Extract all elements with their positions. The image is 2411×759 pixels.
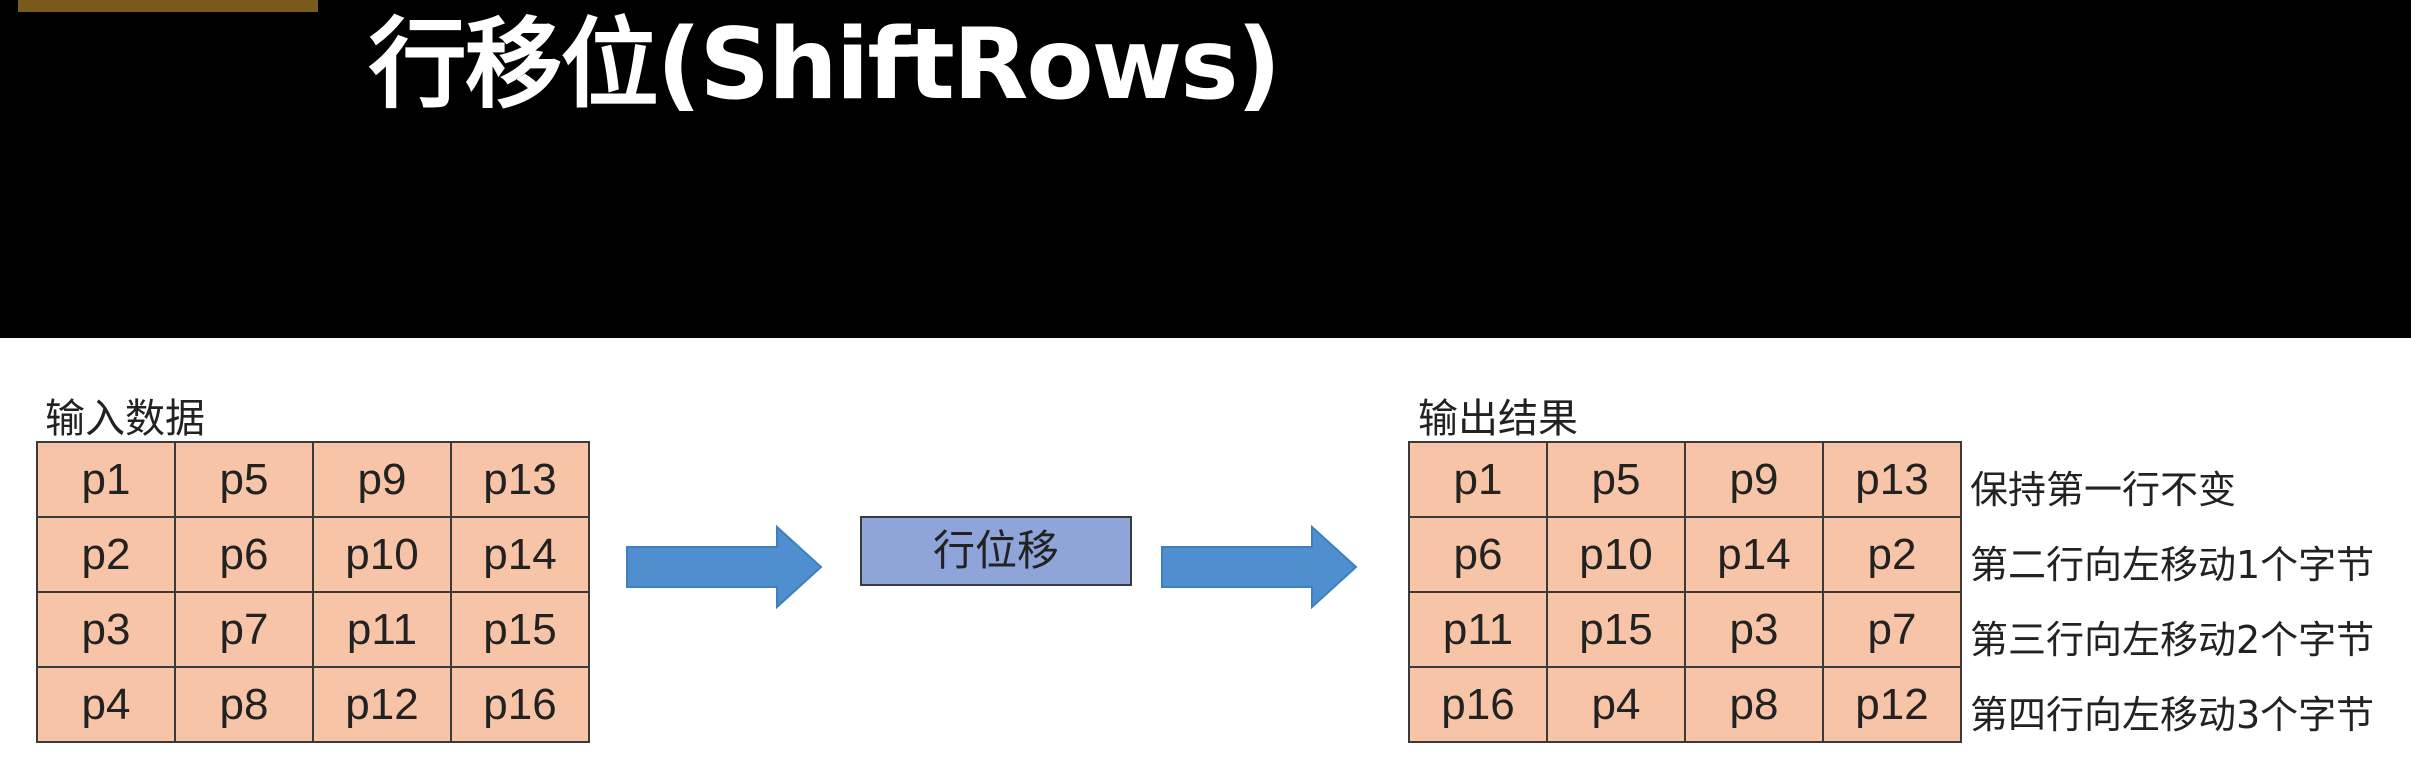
input-cell: p2	[36, 516, 176, 593]
input-cell: p11	[312, 591, 452, 668]
output-cell: p16	[1408, 666, 1548, 743]
output-cell: p3	[1684, 591, 1824, 668]
header-bar: 行移位(ShiftRows)	[0, 0, 2411, 338]
input-cell: p10	[312, 516, 452, 593]
input-cell: p13	[450, 441, 590, 518]
input-cell: p3	[36, 591, 176, 668]
output-cell: p10	[1546, 516, 1686, 593]
top-edge-mark	[18, 0, 318, 12]
input-cell: p7	[174, 591, 314, 668]
output-cell: p7	[1822, 591, 1962, 668]
output-cell: p5	[1546, 441, 1686, 518]
input-row-2: p2 p6 p10 p14	[36, 516, 590, 593]
output-row-2: p6 p10 p14 p2	[1408, 516, 1962, 593]
input-cell: p15	[450, 591, 590, 668]
output-cell: p11	[1408, 591, 1548, 668]
output-label: 输出结果	[1418, 396, 1578, 442]
row-note-1: 保持第一行不变	[1970, 468, 2237, 512]
right-arrow-icon	[1161, 525, 1358, 609]
input-cell: p16	[450, 666, 590, 743]
input-row-3: p3 p7 p11 p15	[36, 591, 590, 668]
output-grid: p1 p5 p9 p13 p6 p10 p14 p2 p11 p15 p3 p7…	[1408, 441, 1962, 743]
input-row-1: p1 p5 p9 p13	[36, 441, 590, 518]
row-note-4: 第四行向左移动3个字节	[1970, 693, 2375, 737]
output-cell: p13	[1822, 441, 1962, 518]
operation-box: 行位移	[860, 516, 1132, 586]
output-cell: p15	[1546, 591, 1686, 668]
input-cell: p1	[36, 441, 176, 518]
input-cell: p6	[174, 516, 314, 593]
output-cell: p8	[1684, 666, 1824, 743]
output-row-1: p1 p5 p9 p13	[1408, 441, 1962, 518]
input-cell: p8	[174, 666, 314, 743]
output-cell: p12	[1822, 666, 1962, 743]
output-row-4: p16 p4 p8 p12	[1408, 666, 1962, 743]
output-cell: p2	[1822, 516, 1962, 593]
right-arrow-icon	[626, 525, 823, 609]
output-cell: p4	[1546, 666, 1686, 743]
output-row-3: p11 p15 p3 p7	[1408, 591, 1962, 668]
input-label: 输入数据	[45, 396, 205, 442]
input-cell: p9	[312, 441, 452, 518]
input-cell: p4	[36, 666, 176, 743]
row-note-2: 第二行向左移动1个字节	[1970, 543, 2375, 587]
output-cell: p6	[1408, 516, 1548, 593]
input-grid: p1 p5 p9 p13 p2 p6 p10 p14 p3 p7 p11 p15…	[36, 441, 590, 743]
row-note-3: 第三行向左移动2个字节	[1970, 618, 2375, 662]
input-cell: p12	[312, 666, 452, 743]
input-cell: p14	[450, 516, 590, 593]
output-cell: p14	[1684, 516, 1824, 593]
output-cell: p9	[1684, 441, 1824, 518]
input-cell: p5	[174, 441, 314, 518]
output-cell: p1	[1408, 441, 1548, 518]
page-title: 行移位(ShiftRows)	[368, 8, 1282, 122]
input-row-4: p4 p8 p12 p16	[36, 666, 590, 743]
